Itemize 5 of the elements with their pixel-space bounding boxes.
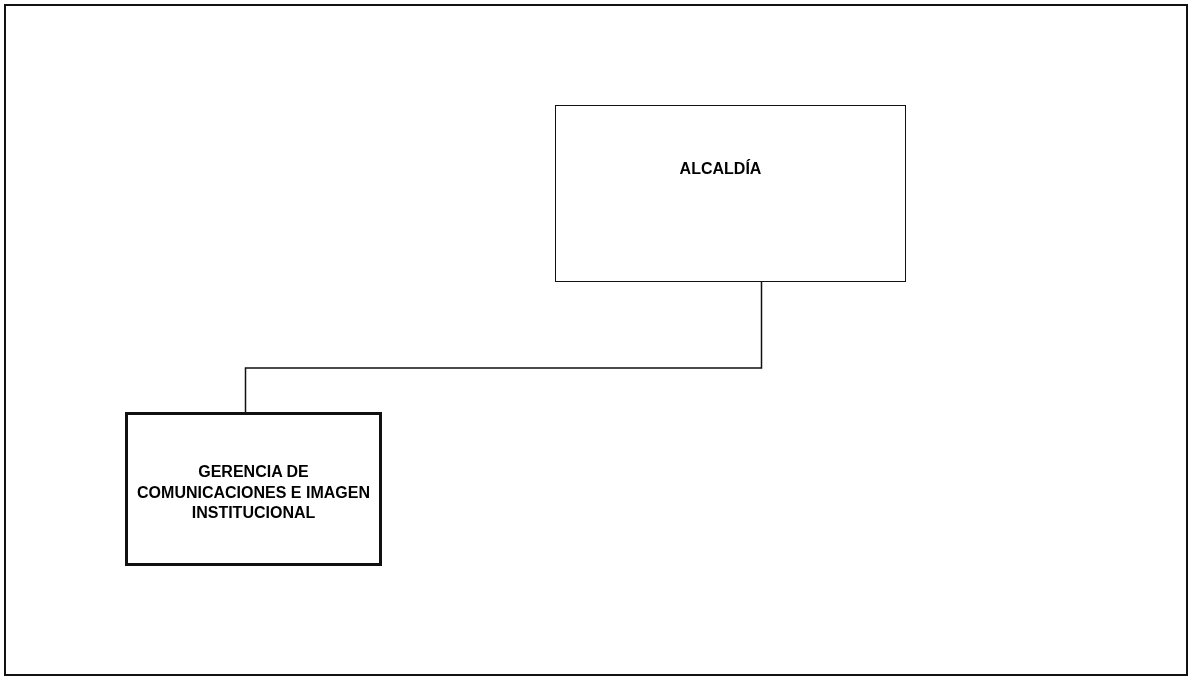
org-box (125, 412, 382, 566)
connector-line (244, 281, 763, 413)
box-label: ALCALDÍA (679, 159, 762, 180)
org-box (555, 105, 906, 282)
box-label: GERENCIA DE COMUNICACIONES E IMAGEN INSTITUCIONAL (136, 461, 371, 524)
